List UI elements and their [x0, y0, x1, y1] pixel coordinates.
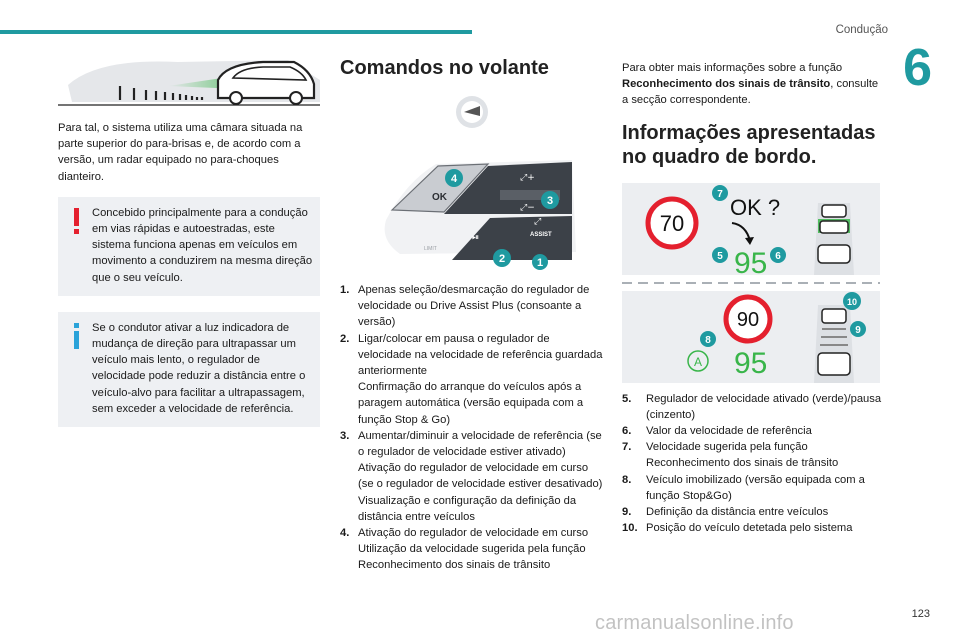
instrument-cluster-diagram: 70 OK ? 95 90 95 A: [622, 182, 880, 383]
svg-text:90: 90: [737, 309, 759, 331]
svg-text:6: 6: [775, 251, 781, 262]
list-item: 4.Ativação do regulador de velocidade em…: [340, 527, 589, 572]
chapter-number: 6: [903, 39, 932, 97]
list-item: 7.Velocidade sugerida pela função Reconh…: [622, 441, 839, 470]
cross-reference-paragraph: Para obter mais informações sobre a funç…: [622, 62, 879, 107]
svg-text:A: A: [694, 355, 702, 369]
steering-controls-list: 1.Apenas seleção/desmarcação do regulado…: [340, 282, 604, 574]
badge-6: [770, 246, 786, 263]
warning-note: Concebido principalmente para a condução…: [58, 196, 320, 296]
svg-text:⤢+: ⤢+: [519, 173, 535, 183]
radar-illustration: [58, 50, 320, 110]
watermark-text: carmanualsonline.info: [595, 612, 794, 634]
assist-label: ASSIST: [530, 232, 552, 238]
warning-text: Concebido principalmente para a condução…: [92, 206, 313, 284]
svg-text:7: 7: [717, 189, 723, 200]
svg-text:10: 10: [847, 297, 857, 307]
badge-7: [712, 184, 728, 201]
ok-prompt: OK ?: [730, 195, 780, 220]
badge-1: [532, 254, 548, 270]
badge-8: [700, 330, 716, 347]
info-text: Se o condutor ativar a luz indicadora de…: [92, 321, 306, 415]
svg-text:⤢: ⤢: [533, 217, 541, 227]
column-right: Para obter mais informações sobre a funç…: [622, 60, 884, 536]
instrument-legend-list: 5.Regulador de velocidade ativado (verde…: [622, 391, 884, 537]
list-item: 3.Aumentar/diminuir a velocidade de refe…: [340, 429, 603, 523]
instrument-panel-heading: Informações apresentadas no quadro de bo…: [622, 121, 876, 168]
svg-text:⤢−: ⤢−: [519, 203, 535, 213]
reference-speed-bottom: 95: [734, 347, 767, 380]
info-note: Se o condutor ativar a luz indicadora de…: [58, 311, 320, 428]
reference-speed-top: 95: [734, 247, 767, 280]
svg-text:5: 5: [717, 251, 723, 262]
list-item: 9.Definição da distância entre veículos: [622, 506, 829, 519]
svg-text:3: 3: [547, 195, 553, 207]
list-item: 8.Veículo imobilizado (versão equipada c…: [622, 473, 865, 502]
svg-text:2: 2: [499, 253, 505, 265]
svg-text:1: 1: [537, 257, 543, 269]
badge-3: [541, 191, 559, 209]
svg-text:4: 4: [451, 173, 458, 185]
badge-9: [850, 320, 866, 337]
info-icon: [74, 322, 79, 349]
column-left: Para tal, o sistema utiliza uma câmara s…: [58, 50, 320, 428]
speed-limit-sign-bottom: [723, 294, 773, 344]
badge-2: [493, 249, 511, 267]
steering-controls-heading: Comandos no volante: [340, 57, 549, 79]
ok-label: OK: [432, 192, 448, 203]
intro-paragraph: Para tal, o sistema utiliza uma câmara s…: [58, 122, 303, 183]
svg-text:9: 9: [855, 325, 861, 336]
steering-wheel-diagram: OK ASSIST LIMIT ⤢+ ⤢− ⏯ ⤢ 4 3 2 1: [340, 90, 604, 270]
limit-label: LIMIT: [424, 246, 437, 252]
svg-text:70: 70: [660, 211, 684, 236]
badge-5: [712, 246, 728, 263]
badge-10: [843, 291, 861, 310]
badge-4: [445, 169, 463, 187]
steering-wheel-icon: [456, 96, 488, 128]
column-middle: Comandos no volante OK ASSIST LIMIT ⤢+ ⤢…: [340, 56, 604, 574]
svg-text:⏯: ⏯: [472, 233, 479, 243]
list-item: 10.Posição do veículo detetada pelo sist…: [622, 522, 853, 535]
list-item: 1.Apenas seleção/desmarcação do regulado…: [340, 284, 590, 329]
list-item: 2.Ligar/colocar em pausa o regulador de …: [340, 332, 603, 426]
list-item: 5.Regulador de velocidade ativado (verde…: [622, 392, 882, 421]
warning-icon: [74, 207, 79, 234]
speed-limit-sign-top: [645, 196, 699, 250]
page-number: 123: [911, 608, 930, 620]
list-item: 6.Valor da velocidade de referência: [622, 425, 812, 438]
auto-hold-icon: [687, 349, 709, 372]
header-accent-bar: [0, 30, 472, 34]
svg-text:8: 8: [705, 335, 711, 346]
section-title: Condução: [835, 24, 888, 36]
